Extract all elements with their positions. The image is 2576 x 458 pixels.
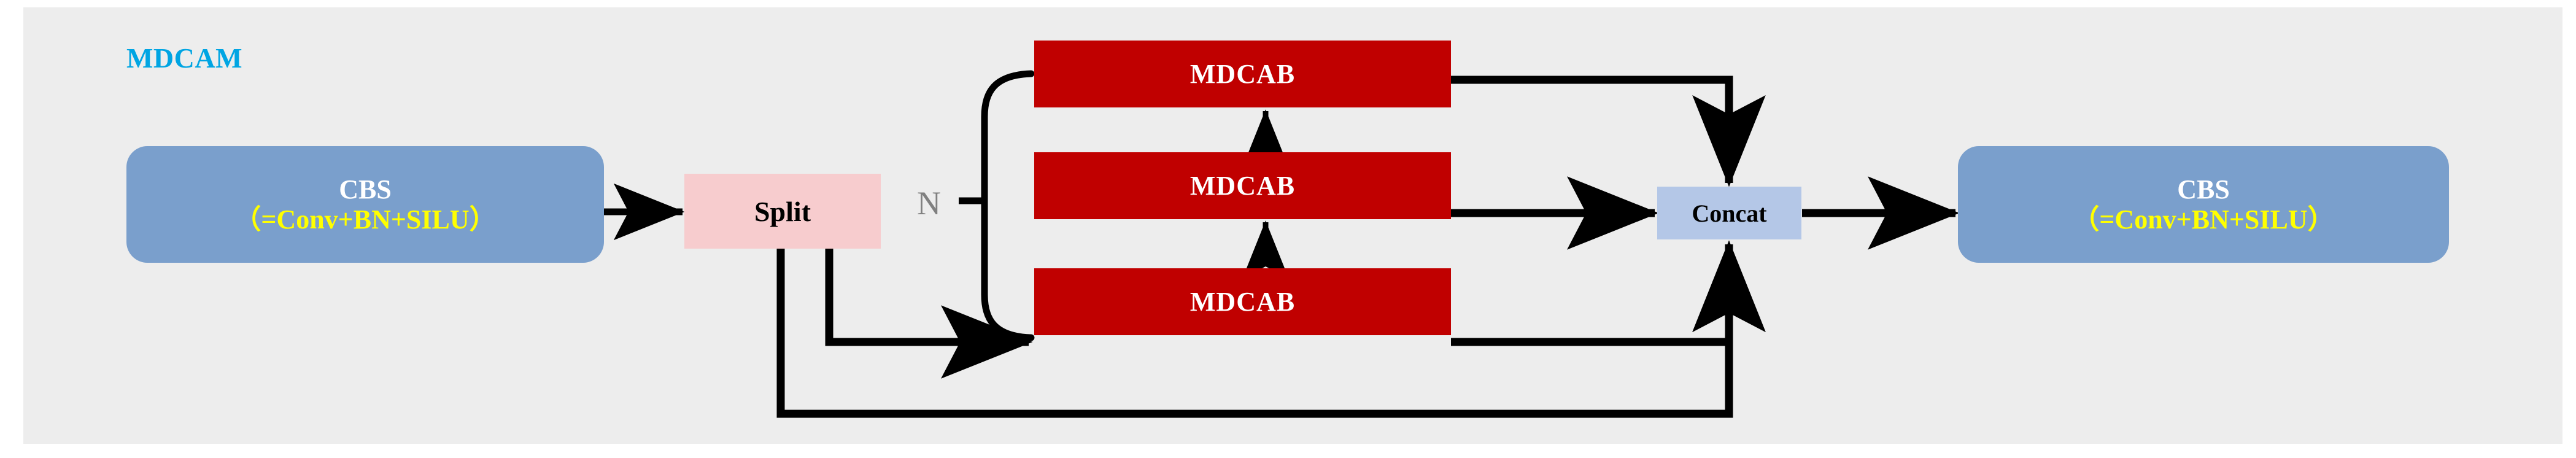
- repeat-count-label: N: [917, 185, 941, 222]
- page-title: MDCAM: [126, 42, 242, 74]
- cbs-left-subtitle: （=Conv+BN+SILU）: [234, 204, 497, 235]
- mdcab-middle-label: MDCAB: [1189, 171, 1296, 201]
- split-label: Split: [754, 195, 811, 227]
- block-mdcab-middle[interactable]: MDCAB: [1034, 152, 1451, 219]
- block-cbs-left[interactable]: CBS （=Conv+BN+SILU）: [126, 146, 604, 263]
- block-concat[interactable]: Concat: [1657, 187, 1801, 239]
- cbs-right-title: CBS: [2177, 174, 2230, 204]
- block-split[interactable]: Split: [684, 174, 881, 249]
- concat-label: Concat: [1692, 199, 1767, 227]
- mdcab-bottom-label: MDCAB: [1189, 287, 1296, 317]
- mdcab-top-label: MDCAB: [1189, 59, 1296, 89]
- block-mdcab-bottom[interactable]: MDCAB: [1034, 268, 1451, 335]
- cbs-right-subtitle: （=Conv+BN+SILU）: [2072, 204, 2335, 235]
- cbs-left-title: CBS: [339, 174, 392, 204]
- block-mdcab-top[interactable]: MDCAB: [1034, 41, 1451, 107]
- block-cbs-right[interactable]: CBS （=Conv+BN+SILU）: [1958, 146, 2449, 263]
